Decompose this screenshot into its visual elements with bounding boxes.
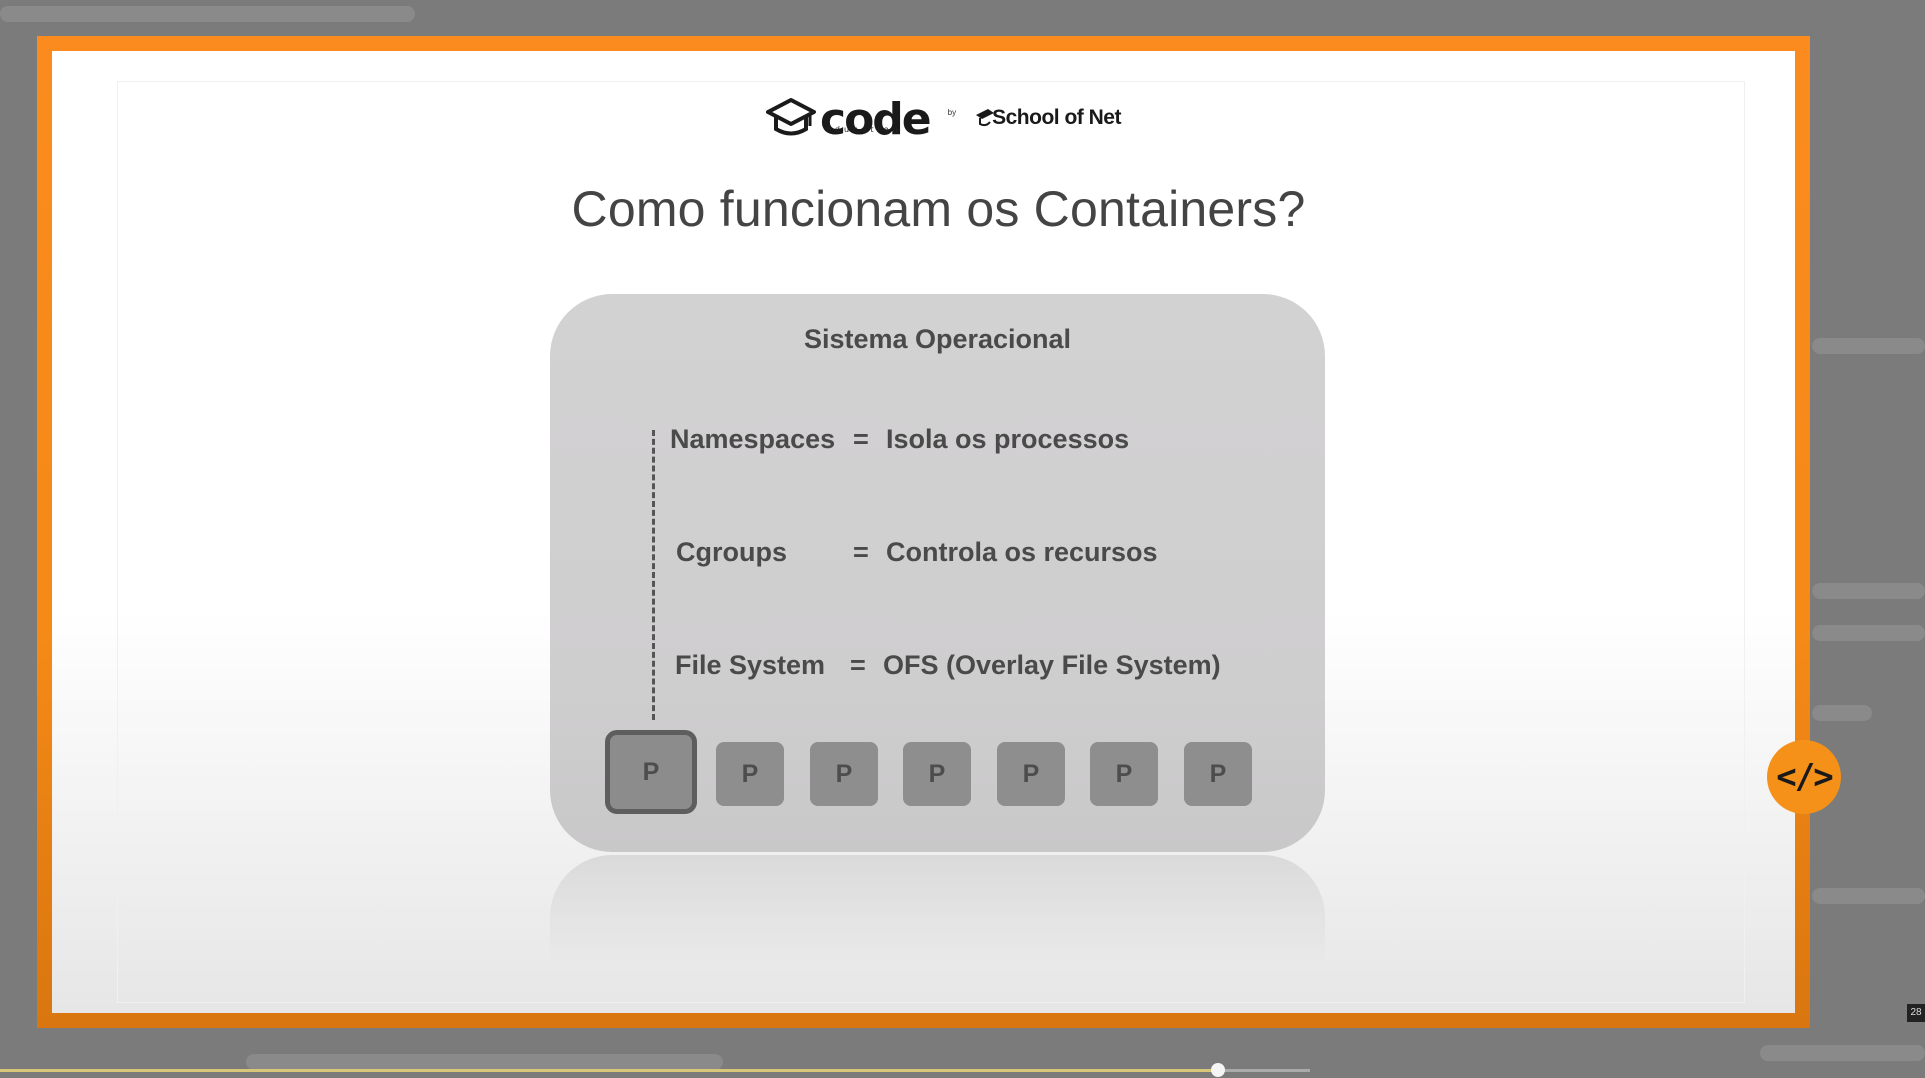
background-bar <box>1812 888 1925 904</box>
feature-equals: = <box>850 650 866 680</box>
school-of-net-cap-icon <box>976 109 995 127</box>
feature-description: OFS (Overlay File System) <box>883 650 1221 680</box>
background-bar <box>1812 705 1872 721</box>
process-box: P <box>1184 742 1252 806</box>
feature-description: Isola os processos <box>886 424 1130 454</box>
video-progress-bar[interactable] <box>0 1063 1310 1077</box>
by-label: by <box>947 108 957 117</box>
time-badge: 28 <box>1907 1004 1925 1022</box>
os-box-reflection <box>550 855 1325 965</box>
background-bar <box>246 1054 723 1070</box>
feature-equals: = <box>853 537 869 567</box>
os-box: Sistema Operacional Namespaces = Isola o… <box>550 294 1325 852</box>
background-bar <box>1760 1045 1925 1061</box>
school-of-net-text: School of Net <box>992 106 1121 129</box>
background-bar <box>1812 338 1925 354</box>
code-logo-text: code <box>820 94 932 145</box>
os-title: Sistema Operacional <box>803 324 1072 354</box>
slide-border <box>117 81 1745 1003</box>
slide-title: Como funcionam os Containers? <box>571 181 1306 237</box>
process-box: P <box>1090 742 1158 806</box>
background-bar <box>0 6 415 22</box>
process-box: P <box>903 742 971 806</box>
code-button[interactable]: </> <box>1767 740 1841 814</box>
feature-name: Cgroups <box>676 537 787 567</box>
logo-bar: code education by School of Net <box>766 96 1121 142</box>
graduation-cap-icon <box>766 98 816 136</box>
feature-name: Namespaces <box>670 424 836 454</box>
code-education-logo: code education <box>766 96 932 142</box>
education-logo-text: education <box>826 125 902 134</box>
process-box: P <box>810 742 878 806</box>
background-bar <box>1812 583 1925 599</box>
process-box-active: P <box>605 730 697 814</box>
process-box: P <box>997 742 1065 806</box>
video-progress-fill <box>0 1069 1219 1072</box>
video-progress-knob[interactable] <box>1211 1063 1226 1077</box>
feature-description: Controla os recursos <box>886 537 1158 567</box>
background-bar <box>1812 625 1925 641</box>
process-box: P <box>716 742 784 806</box>
dashed-connector <box>652 430 655 720</box>
school-of-net-logo: School of Net <box>974 106 1121 130</box>
feature-name: File System <box>675 650 826 680</box>
feature-equals: = <box>853 424 869 454</box>
